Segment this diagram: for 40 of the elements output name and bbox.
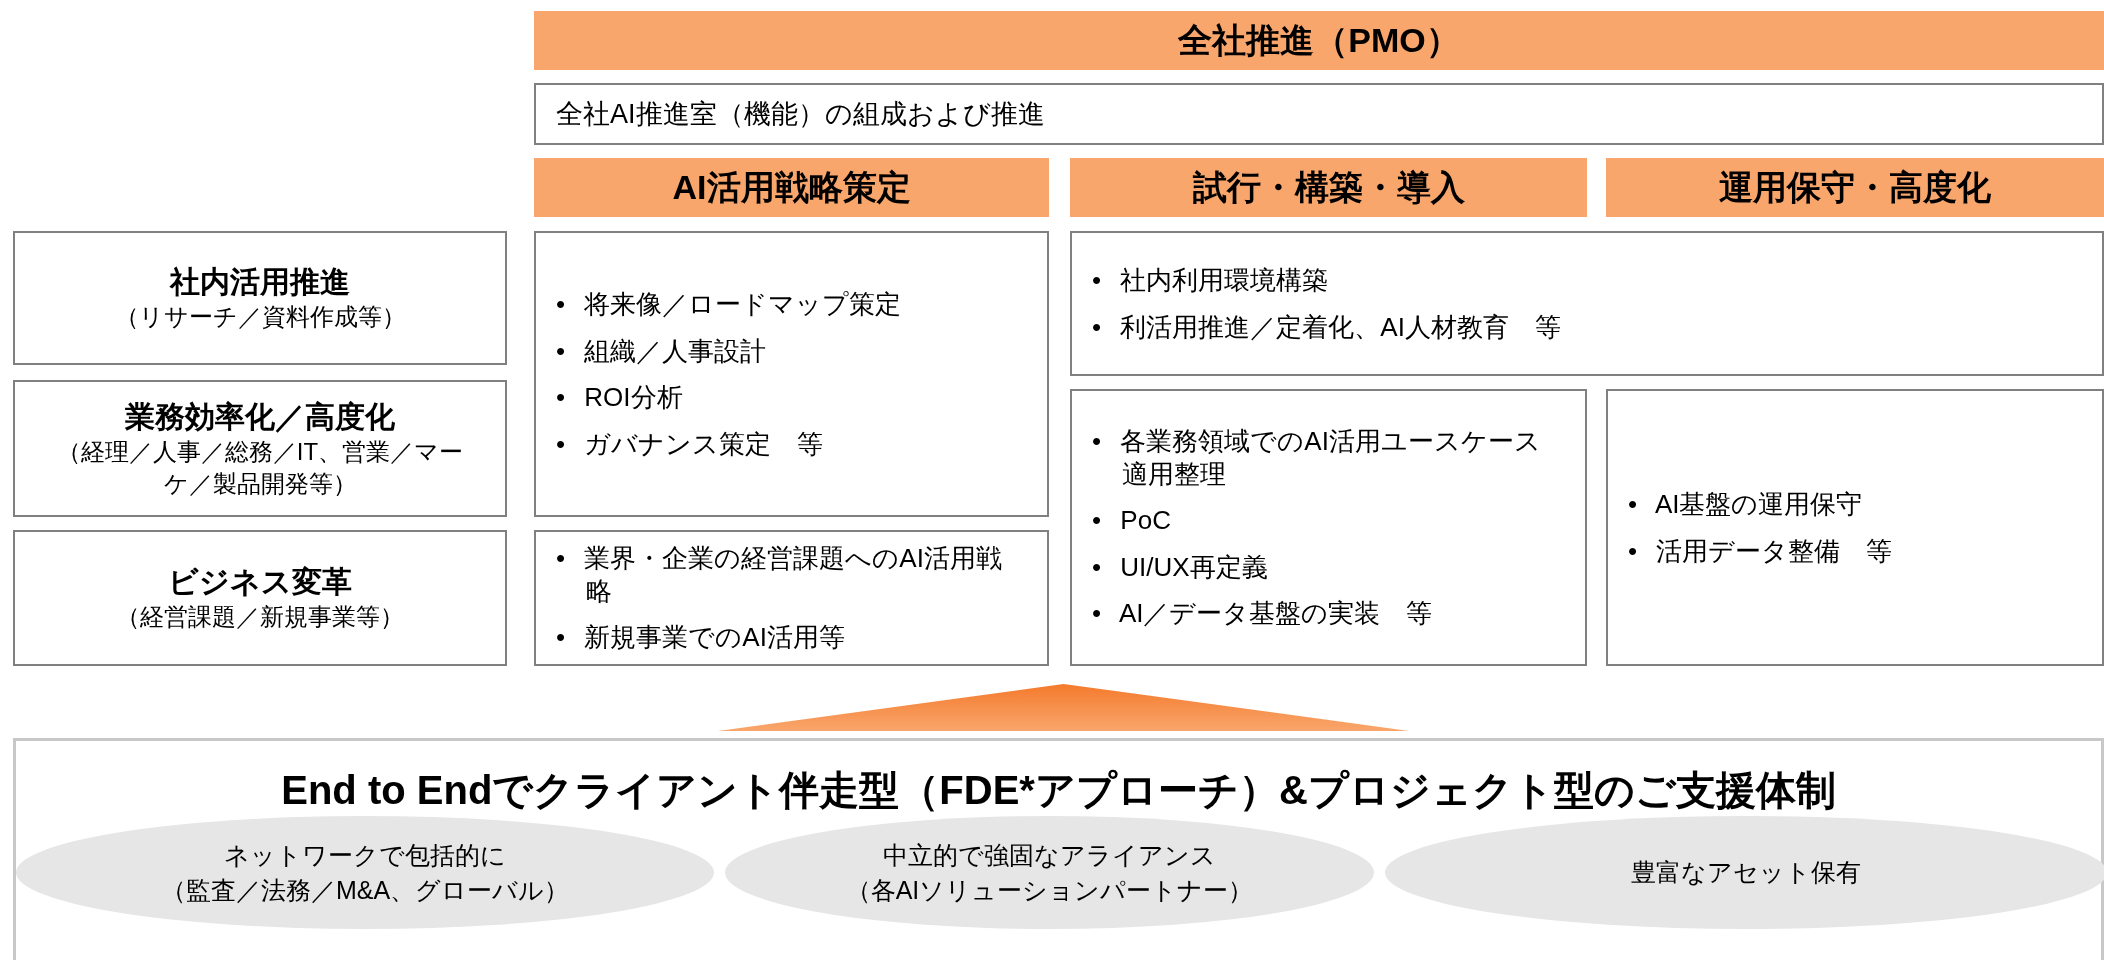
header-bar: 運用保守・高度化 [1606, 158, 2104, 217]
feature-title: 中立的で強固なアライアンス [883, 839, 1216, 871]
category-subtitle: （リサーチ／資料作成等） [113, 302, 407, 333]
category-box [13, 530, 507, 666]
bullet-item: • ガバナンス策定 等 [556, 427, 825, 460]
bullet-item: • 業界・企業の経営課題へのAI活用戦略 [556, 542, 1003, 608]
bullet-item: • 各業務領域でのAI活用ユースケース適用整理 [1092, 425, 1542, 491]
bullet-item: • AI基盤の運用保守 [1628, 488, 1864, 521]
category-subtitle: （経営課題／新規事業等） [115, 602, 405, 633]
feature-detail: （監査／法務／M&A、グローバル） [160, 874, 570, 906]
bullet-item: • AI／データ基盤の実装 等 [1092, 597, 1434, 630]
bullet-item: • 将来像／ロードマップ策定 [556, 288, 903, 321]
category-title: 業務効率化／高度化 [125, 398, 395, 435]
feature-detail: （各AIソリューションパートナー） [845, 874, 1254, 906]
category-box [13, 380, 507, 517]
bullet-item: • 新規事業でのAI活用等 [556, 621, 846, 654]
support-panel [13, 738, 2104, 960]
text-box: 全社AI推進室（機能）の組成および推進 [534, 83, 2104, 145]
panel-title: End to Endでクライアント伴走型（FDE*アプローチ）&プロジェクト型のご支援体制 [280, 767, 1837, 814]
bullet-item: • PoC [1092, 504, 1172, 537]
bullet-item: • ROI分析 [556, 381, 684, 414]
feature-title: 豊富なアセット保有 [1631, 857, 1861, 888]
bullet-list-box [1070, 389, 1587, 666]
bullet-list-box [534, 231, 1049, 517]
bullet-item: • 社内利用環境構築 [1092, 264, 1330, 297]
bullet-item: • 利活用推進／定着化、AI人材教育 等 [1092, 310, 1562, 343]
category-title: 社内活用推進 [170, 264, 350, 301]
header-bar: 全社推進（PMO） [534, 11, 2104, 70]
header-bar: 試行・構築・導入 [1070, 158, 1587, 217]
bullet-item: • UI/UX再定義 [1092, 550, 1269, 584]
category-title: ビジネス変革 [168, 564, 352, 601]
bullet-list-box [534, 530, 1049, 666]
header-bar: AI活用戦略策定 [534, 158, 1049, 217]
bullet-item: • 活用データ整備 等 [1628, 534, 1894, 567]
category-subtitle: （経理／人事／総務／IT、営業／マーケ／製品開発等） [55, 436, 465, 499]
bullet-list-box [1606, 389, 2104, 666]
bullet-item: • 組織／人事設計 [556, 334, 768, 367]
category-box [13, 231, 507, 365]
feature-title: ネットワークで包括的に [224, 839, 506, 871]
bullet-list-box [1070, 231, 2104, 376]
